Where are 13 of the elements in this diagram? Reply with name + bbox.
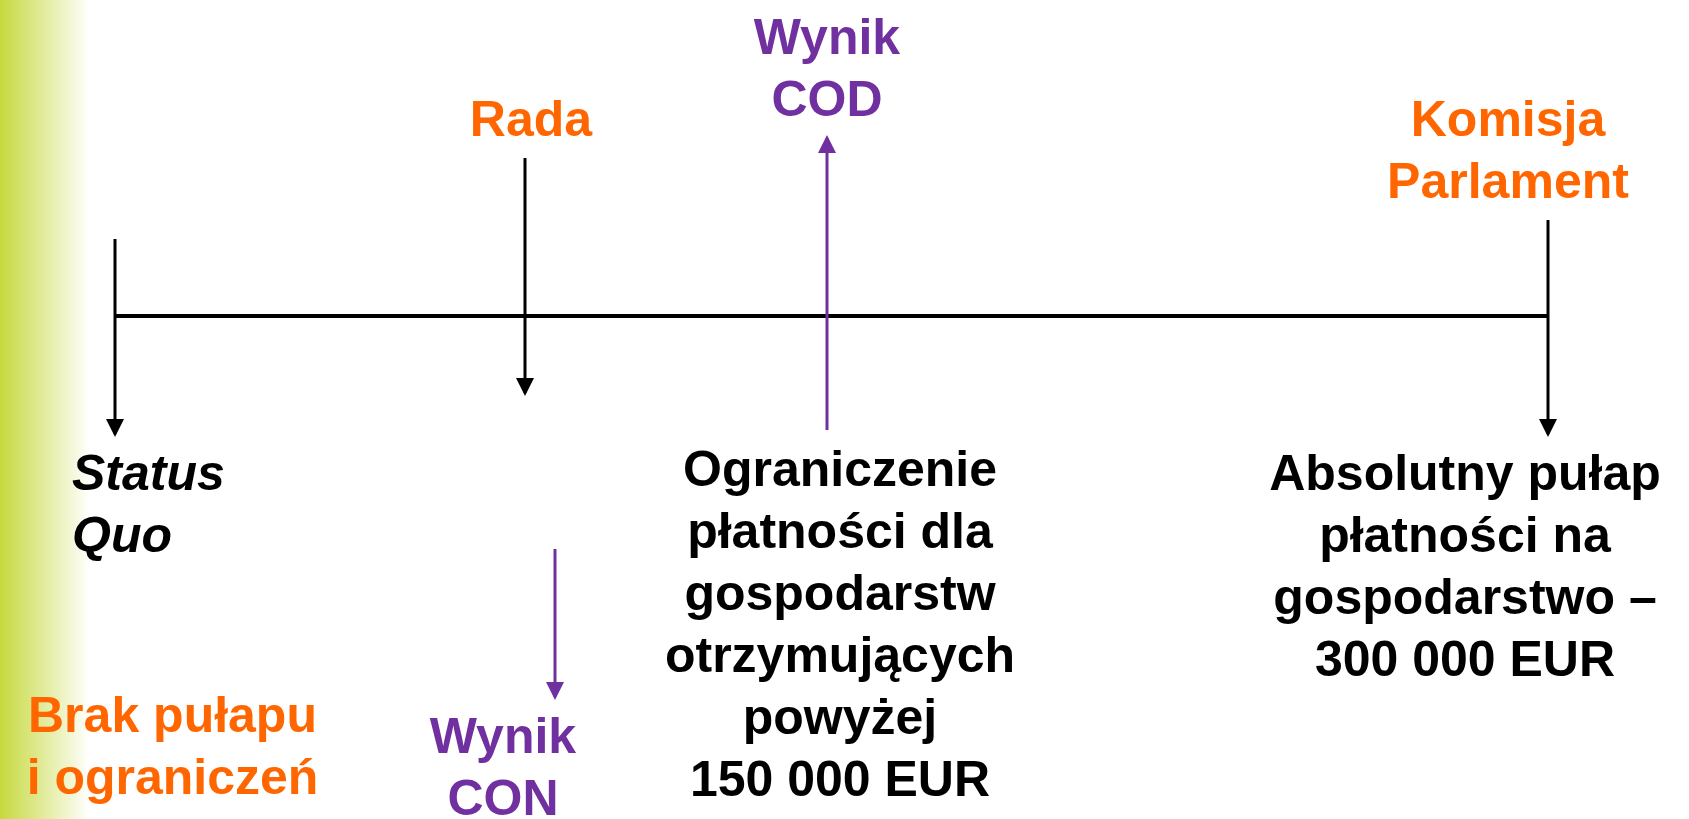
position-label: Ograniczenie płatności dla gospodarstw otrzymujących powyżej 150 000 EUR: [640, 438, 1040, 810]
outcome-label: Wynik COD: [727, 6, 927, 130]
position-label: Status Quo: [72, 442, 272, 566]
outcome-label: Wynik CON: [413, 705, 593, 819]
position-label: Absolutny pułap płatności na gospodarstwo – 300 000 EUR: [1245, 442, 1685, 690]
actor-label: Komisja Parlament: [1338, 88, 1678, 212]
actor-label: Rada: [431, 88, 631, 150]
arrow: [516, 158, 534, 396]
arrow: [818, 135, 836, 430]
position-label: Brak pułapu i ograniczeń: [5, 684, 340, 808]
arrow: [546, 549, 564, 700]
arrow: [106, 239, 124, 437]
arrow: [1539, 220, 1557, 437]
